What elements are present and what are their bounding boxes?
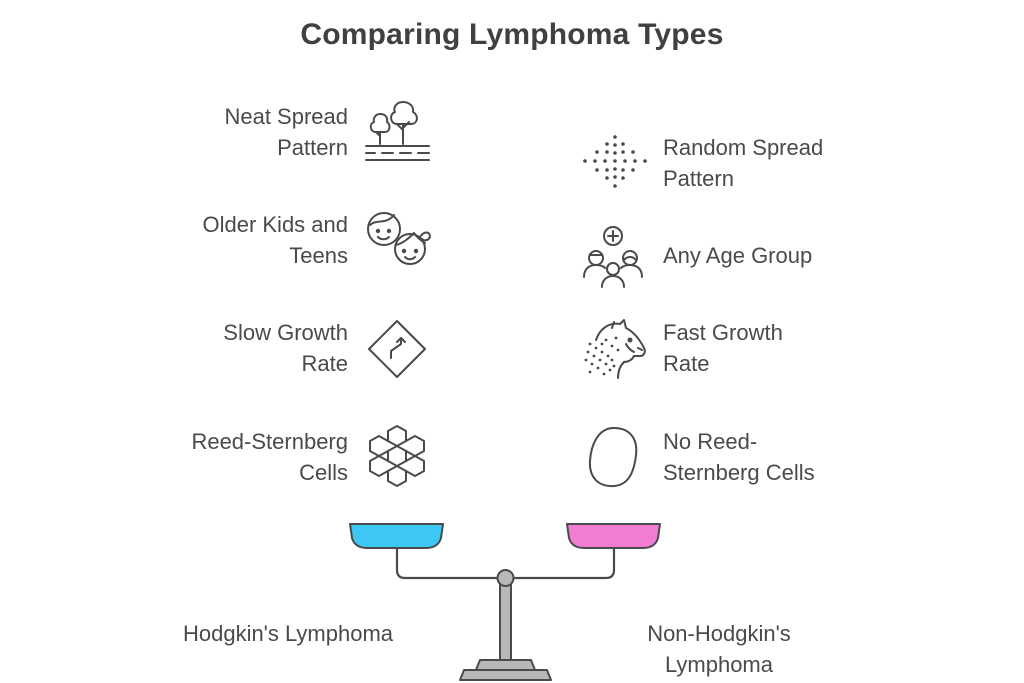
scale-pivot bbox=[496, 569, 515, 587]
cell-cluster-icon bbox=[364, 424, 430, 488]
left-label-cells: Reed-Sternberg Cells bbox=[191, 426, 348, 488]
left-pan bbox=[349, 523, 444, 549]
left-label-cells-line2: Cells bbox=[299, 460, 348, 485]
right-label-spread-line1: Random Spread bbox=[663, 135, 824, 160]
left-label-age: Older Kids and Teens bbox=[202, 209, 348, 271]
right-side-label: Non-Hodgkin's Lymphoma bbox=[600, 618, 838, 680]
right-label-growth-line1: Fast Growth bbox=[663, 320, 783, 345]
right-label-growth-line2: Rate bbox=[663, 351, 710, 376]
scale-beam bbox=[395, 546, 616, 580]
right-label-cells-line2: Sternberg Cells bbox=[663, 460, 815, 485]
left-label-age-line1: Older Kids and bbox=[202, 212, 348, 237]
left-label-spread: Neat Spread Pattern bbox=[224, 101, 348, 163]
left-side-label-line1: Hodgkin's Lymphoma bbox=[182, 621, 394, 646]
left-label-spread-line2: Pattern bbox=[277, 135, 348, 160]
winding-road-sign-icon bbox=[366, 318, 428, 380]
left-label-growth: Slow Growth Rate bbox=[223, 317, 348, 379]
right-pan bbox=[566, 523, 661, 549]
right-label-growth: Fast Growth Rate bbox=[663, 317, 783, 379]
scale-base-upper bbox=[475, 659, 536, 671]
left-label-spread-line1: Neat Spread bbox=[224, 104, 348, 129]
left-label-growth-line2: Rate bbox=[301, 351, 348, 376]
scale-base-lower bbox=[459, 669, 552, 681]
right-label-age: Any Age Group bbox=[663, 240, 812, 271]
right-side-label-line2: Lymphoma bbox=[664, 652, 773, 677]
diagram-title: Comparing Lymphoma Types bbox=[300, 18, 724, 51]
kids-faces-icon bbox=[364, 207, 434, 273]
right-label-cells-line1: No Reed- bbox=[663, 429, 758, 454]
cheetah-icon bbox=[582, 318, 648, 380]
people-group-icon bbox=[580, 225, 648, 289]
trees-icon bbox=[363, 100, 433, 166]
right-label-age-line1: Any Age Group bbox=[663, 243, 813, 268]
right-label-spread-line2: Pattern bbox=[663, 166, 734, 191]
left-label-growth-line1: Slow Growth bbox=[223, 320, 348, 345]
single-cell-icon bbox=[586, 425, 640, 489]
right-label-cells: No Reed- Sternberg Cells bbox=[663, 426, 815, 488]
left-label-cells-line1: Reed-Sternberg bbox=[191, 429, 348, 454]
right-side-label-line1: Non-Hodgkin's bbox=[647, 621, 791, 646]
left-label-age-line2: Teens bbox=[289, 243, 348, 268]
scattered-dots-icon bbox=[582, 134, 648, 190]
scale-pole bbox=[499, 579, 512, 663]
left-side-label: Hodgkin's Lymphoma bbox=[150, 618, 426, 649]
right-label-spread: Random Spread Pattern bbox=[663, 132, 823, 194]
